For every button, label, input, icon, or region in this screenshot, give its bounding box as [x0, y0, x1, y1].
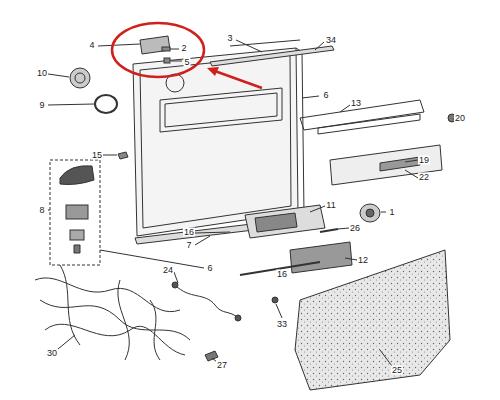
callout-number: 11	[325, 201, 336, 210]
callout-number: 25	[391, 366, 403, 375]
callout-number: 16	[276, 270, 288, 279]
callout-number: 2	[180, 44, 187, 53]
callout-number: 12	[357, 256, 369, 265]
callout-number: 4	[88, 41, 95, 50]
callout-number: 34	[325, 36, 337, 45]
callout-number: 10	[36, 69, 48, 78]
callout-number: 30	[46, 349, 58, 358]
callout-number: 9	[38, 101, 45, 110]
callout-number: 19	[418, 156, 430, 165]
callout-number: 22	[418, 173, 430, 182]
callout-number: 8	[38, 206, 45, 215]
callout-number: 24	[162, 266, 174, 275]
callout-number: 6	[206, 264, 213, 273]
callout-number: 33	[276, 320, 288, 329]
callout-number: 20	[454, 114, 466, 123]
callout-number: 13	[350, 99, 362, 108]
callout-number: 26	[349, 224, 361, 233]
callout-number: 5	[183, 58, 190, 67]
callout-number: 15	[91, 151, 103, 160]
callout-number: 7	[185, 241, 192, 250]
callout-number: 6	[322, 91, 329, 100]
callout-number: 1	[388, 208, 395, 217]
callout-number: 27	[216, 361, 228, 370]
callout-number: 16	[183, 228, 195, 237]
callout-number: 3	[226, 34, 233, 43]
